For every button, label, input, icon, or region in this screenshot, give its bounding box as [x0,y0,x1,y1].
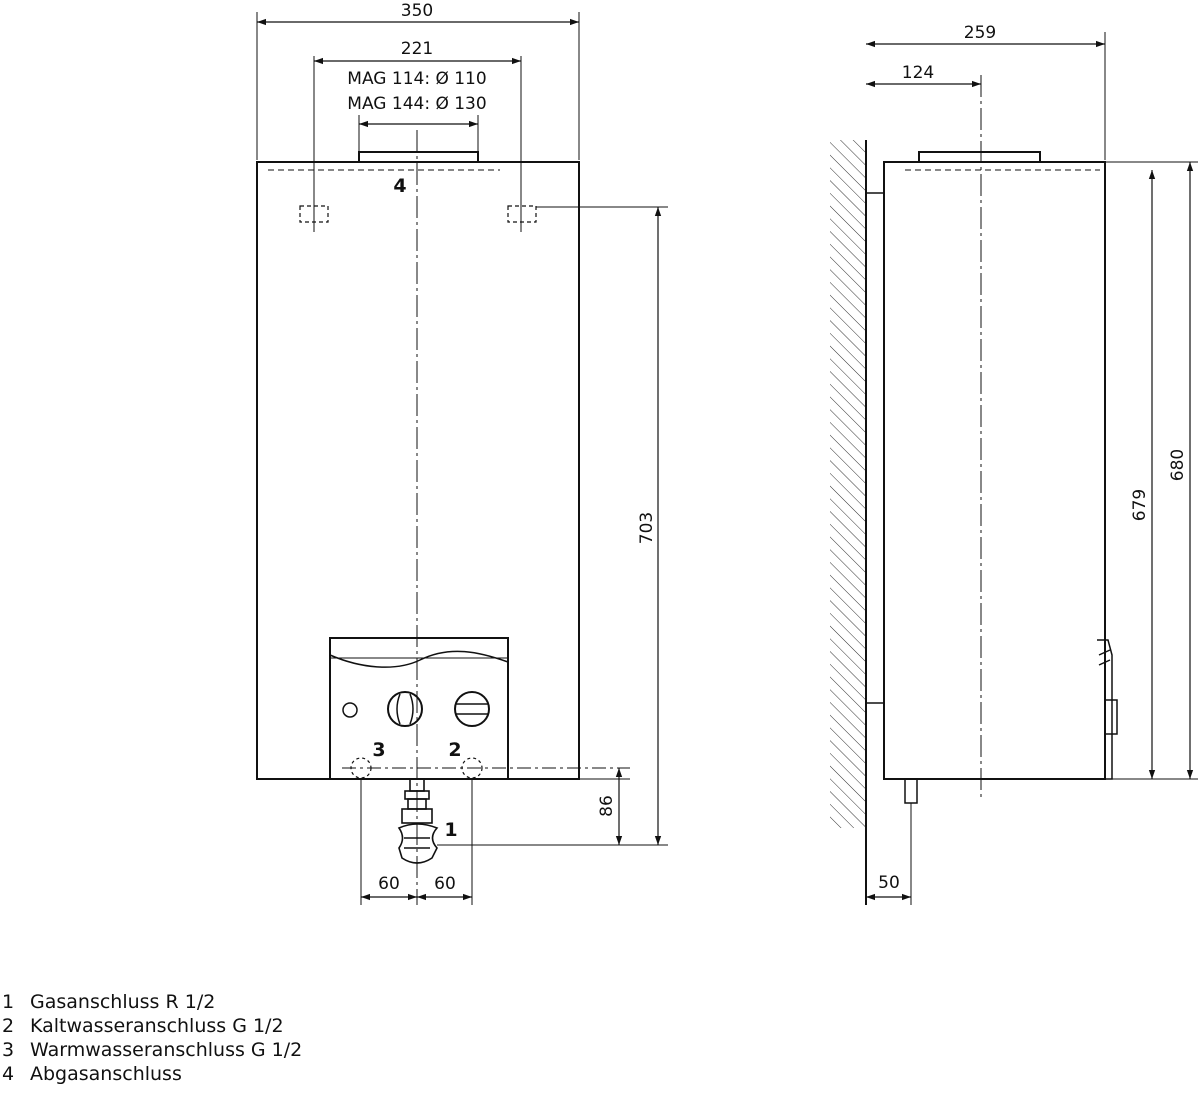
technical-drawing: 350 221 MAG 114: Ø 110 MAG 144: Ø 130 70… [256,1,1198,905]
flue-collar [358,151,479,163]
legend-label: Abgasanschluss [30,1063,182,1085]
dim-side-depth: 259 [964,23,996,43]
legend-label: Gasanschluss R 1/2 [30,991,216,1013]
legend-item: 1 Gasanschluss R 1/2 [0,990,302,1014]
legend-item: 2 Kaltwasseranschluss G 1/2 [0,1014,302,1038]
legend-item: 3 Warmwasseranschluss G 1/2 [0,1038,302,1062]
dim-side-679: 679 [1130,489,1150,521]
mounting-hole-right [507,205,537,223]
indicator-light [342,702,358,718]
side-gas-stub [904,778,918,804]
flow-knob [454,691,490,727]
front-view: 350 221 MAG 114: Ø 110 MAG 144: Ø 130 70… [256,1,668,905]
legend-number: 2 [2,1015,15,1037]
dim-side-50: 50 [878,873,900,893]
front-body [256,161,580,780]
dim-flue-spacing: 221 [401,39,433,59]
callout-4: 4 [393,175,406,197]
dim-mag144: MAG 144: Ø 130 [347,94,486,114]
side-view: 259 124 679 680 50 [830,23,1198,905]
callout-1: 1 [444,819,457,841]
legend: 1 Gasanschluss R 1/2 2 Kaltwasseranschluss… [0,990,302,1086]
dim-side-680: 680 [1168,449,1188,481]
mounting-bracket [865,192,885,704]
gas-valve [397,778,439,864]
side-flue-collar [918,151,1041,163]
legend-label: Kaltwasseranschluss G 1/2 [30,1015,284,1037]
side-body [883,161,1106,780]
dim-height-703: 703 [637,512,657,544]
control-panel [329,637,509,780]
dim-offset-right: 60 [434,874,456,894]
legend-number: 3 [2,1039,15,1061]
dim-height-86: 86 [597,795,617,817]
callout-3: 3 [372,739,385,761]
dim-front-width: 350 [401,1,433,21]
dim-offset-left: 60 [378,874,400,894]
legend-label: Warmwasseranschluss G 1/2 [30,1039,303,1061]
legend-number: 4 [2,1063,15,1085]
callout-2: 2 [448,739,461,761]
temperature-knob [387,691,423,727]
legend-number: 1 [2,991,15,1013]
dim-side-flue: 124 [902,63,934,83]
wall-hatching [830,140,866,828]
legend-item: 4 Abgasanschluss [0,1062,302,1086]
side-handle [1097,639,1118,780]
dim-mag114: MAG 114: Ø 110 [347,69,486,89]
